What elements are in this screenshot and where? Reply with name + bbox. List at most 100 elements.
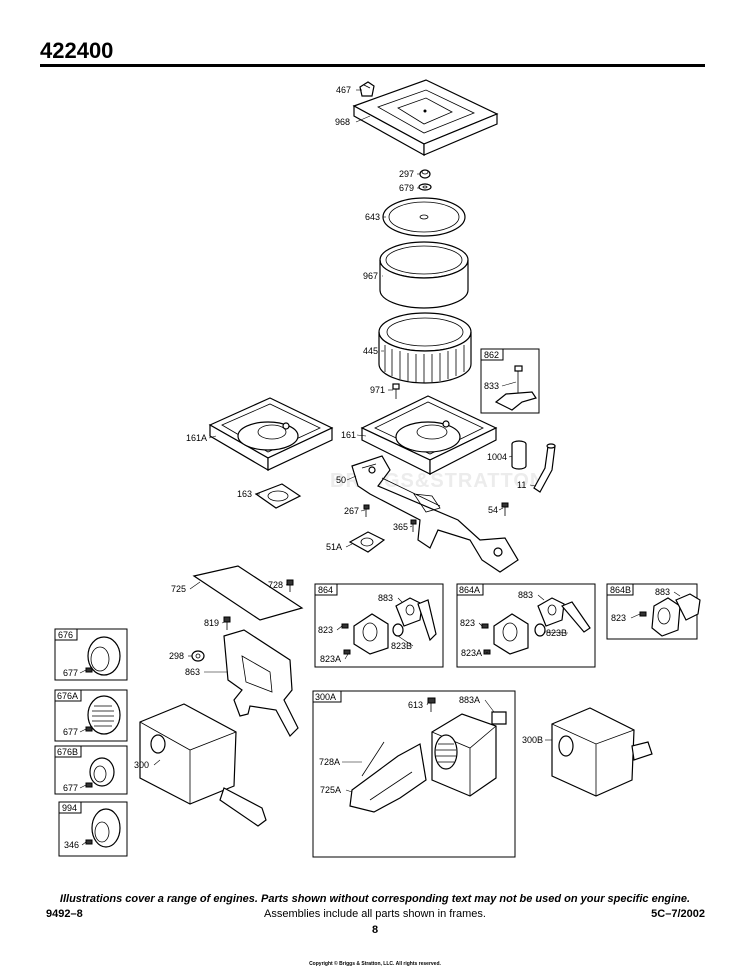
- assembly-864A: [481, 597, 591, 655]
- label-725: 725: [171, 584, 186, 594]
- label-863: 863: [185, 667, 200, 677]
- frame-676A-tab: [54, 689, 82, 702]
- frame-864A-tab: [456, 583, 484, 596]
- label-728A: 728A: [319, 757, 340, 767]
- screw-728: [286, 579, 294, 592]
- label-467: 467: [336, 85, 351, 95]
- label-1004: 1004: [487, 452, 507, 462]
- label-365: 365: [393, 522, 408, 532]
- washer-679: [418, 183, 432, 191]
- precleaner-967: [379, 241, 469, 309]
- label-677-a: 677: [63, 668, 78, 678]
- frame-300A: [312, 690, 516, 858]
- screw-365: [410, 519, 417, 532]
- label-297: 297: [399, 169, 414, 179]
- label-819: 819: [204, 618, 219, 628]
- bracket-863: [223, 629, 299, 737]
- label-50: 50: [336, 475, 346, 485]
- base-161: [360, 395, 498, 475]
- guard-676B: [85, 757, 115, 788]
- label-823-b: 823: [460, 618, 475, 628]
- label-968: 968: [335, 117, 350, 127]
- frame-862: [480, 348, 540, 414]
- label-725A: 725A: [320, 785, 341, 795]
- frame-676A: [54, 689, 128, 742]
- gasket-51A: [348, 531, 386, 553]
- assembly-864: [341, 597, 437, 655]
- filter-445: [378, 312, 472, 384]
- footer-revision: 5C–7/2002: [651, 908, 705, 920]
- copyright: Copyright © Briggs & Stratton, LLC. All …: [309, 961, 441, 967]
- frame-994: [58, 801, 128, 857]
- frame-862-tab: [480, 348, 504, 361]
- label-676A: 676A: [57, 691, 78, 701]
- washer-298: [191, 650, 205, 662]
- guard-676: [85, 636, 121, 676]
- label-833: 833: [484, 381, 499, 391]
- footer-disclaimer: Illustrations cover a range of engines. …: [59, 893, 691, 905]
- label-823B-b: 823B: [546, 628, 567, 638]
- label-679: 679: [399, 183, 414, 193]
- label-677-b: 677: [63, 727, 78, 737]
- label-862: 862: [484, 350, 499, 360]
- label-300: 300: [134, 760, 149, 770]
- label-823A-a: 823A: [320, 654, 341, 664]
- label-864: 864: [318, 585, 333, 595]
- base-161A: [208, 397, 334, 472]
- manifold-50: [351, 455, 519, 573]
- label-445: 445: [363, 346, 378, 356]
- label-967: 967: [363, 271, 378, 281]
- screw-267: [363, 504, 370, 517]
- page-number: 8: [371, 924, 379, 936]
- label-346: 346: [64, 840, 79, 850]
- label-300A: 300A: [315, 692, 336, 702]
- bracket-862: [494, 365, 537, 411]
- plate-725: [192, 565, 304, 621]
- label-161A: 161A: [186, 433, 207, 443]
- label-676: 676: [58, 630, 73, 640]
- label-883-b: 883: [518, 590, 533, 600]
- label-823B-a: 823B: [391, 641, 412, 651]
- muffler-300: [139, 703, 267, 827]
- guard-994: [85, 808, 121, 848]
- muffler-300B: [551, 707, 653, 797]
- label-613: 613: [408, 700, 423, 710]
- label-823-a: 823: [318, 625, 333, 635]
- label-298: 298: [169, 651, 184, 661]
- assembly-864B: [639, 593, 701, 637]
- rod-728A: [361, 741, 385, 777]
- screw-819: [223, 616, 231, 630]
- header-rule: [40, 64, 705, 67]
- muffler-300A: [427, 697, 507, 797]
- label-54: 54: [488, 505, 498, 515]
- label-51A: 51A: [326, 542, 342, 552]
- shield-725A: [349, 743, 427, 813]
- frame-676B: [54, 745, 128, 795]
- label-864B: 864B: [610, 585, 631, 595]
- label-643: 643: [365, 212, 380, 222]
- leader-lines: [79, 89, 681, 846]
- label-971: 971: [370, 385, 385, 395]
- label-267: 267: [344, 506, 359, 516]
- frame-300A-tab: [312, 690, 342, 703]
- screw-971: [392, 383, 400, 399]
- cover-968: [352, 79, 499, 157]
- label-677-c: 677: [63, 783, 78, 793]
- label-864A: 864A: [459, 585, 480, 595]
- frame-676-tab: [54, 628, 78, 641]
- frame-676B-tab: [54, 745, 82, 758]
- label-163: 163: [237, 489, 252, 499]
- tube-11: [533, 443, 556, 493]
- frame-994-tab: [58, 801, 82, 814]
- label-823A-b: 823A: [461, 648, 482, 658]
- frame-864A: [456, 583, 596, 668]
- frame-864-tab: [314, 583, 338, 596]
- screw-54: [501, 502, 509, 516]
- label-11: 11: [517, 480, 526, 490]
- label-300B: 300B: [522, 735, 543, 745]
- frame-676: [54, 628, 128, 681]
- page-title: 422400: [40, 38, 114, 63]
- label-728: 728: [268, 580, 283, 590]
- frame-864: [314, 583, 444, 668]
